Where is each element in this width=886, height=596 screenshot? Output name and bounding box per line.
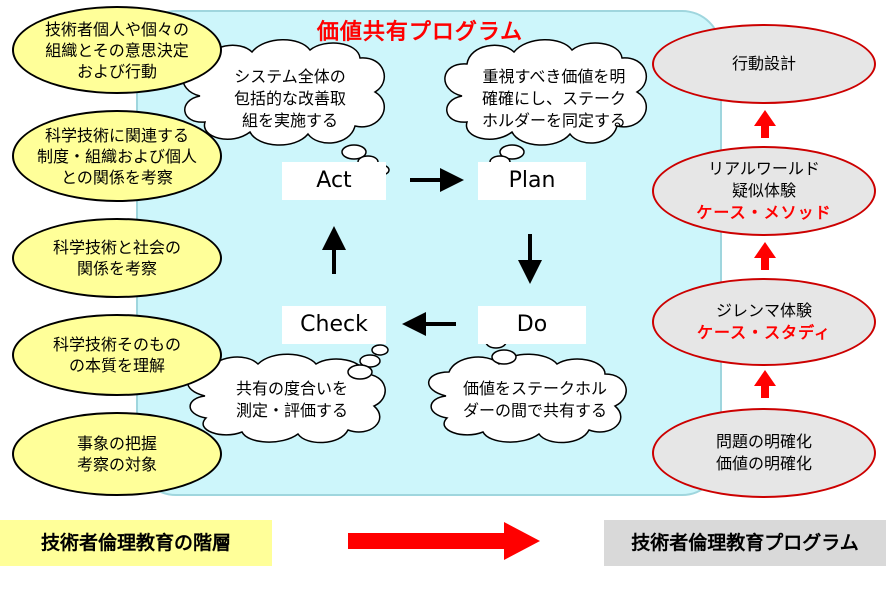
cloud-check-text: 共有の度合いを 測定・評価する [235, 379, 348, 420]
program-step-1-line1: 行動設計 [731, 54, 796, 73]
program-title: 価値共有プログラム [316, 20, 524, 45]
program-step-1: 行動設計 [652, 24, 876, 104]
cloud-do-text: 価値をステークホル ダーの間で共有する [462, 379, 607, 420]
pdca-plan: Plan [478, 162, 586, 200]
cloud-check-shape [186, 344, 389, 444]
program-step-2-highlight: ケース・メソッド [696, 203, 832, 222]
program-step-4-line2: 価値の明確化 [715, 454, 812, 473]
program-step-2-line1: リアルワールド [708, 159, 820, 178]
hierarchy-item-1: 技術者個人や個々の 組織とその意思決定 および行動 [12, 6, 222, 94]
cloud-act-text: システム全体の 包括的な改善取 組を実施する [233, 67, 346, 130]
hierarchy-item-5: 事象の把握 考察の対象 [12, 412, 222, 496]
program-step-3: ジレンマ体験 ケース・スタディ [652, 278, 876, 366]
pdca-check: Check [282, 306, 386, 344]
hierarchy-item-4: 科学技術そのもの の本質を理解 [12, 314, 222, 396]
red-up-arrow-2 [754, 242, 776, 270]
pdca-act: Act [282, 162, 386, 200]
pdca-do: Do [478, 306, 586, 344]
red-up-arrow-3 [754, 370, 776, 398]
footer-hierarchy-label: 技術者倫理教育の階層 [0, 520, 272, 566]
hierarchy-item-3: 科学技術と社会の 関係を考察 [12, 218, 222, 298]
cloud-act-shape [182, 39, 390, 176]
program-step-2: リアルワールド 疑似体験 ケース・メソッド [652, 146, 876, 236]
big-red-arrow [348, 522, 540, 560]
program-step-4: 問題の明確化 価値の明確化 [652, 408, 876, 498]
hierarchy-item-2: 科学技術に関連する 制度・組織および個人 との関係を考察 [12, 110, 222, 202]
program-step-2-line2: 疑似体験 [731, 181, 796, 200]
cloud-plan-text: 重視すべき価値を明 確確にし、ステーク ホルダーを同定する [481, 67, 626, 130]
footer-program-label: 技術者倫理教育プログラム [604, 520, 886, 566]
program-step-3-highlight: ケース・スタディ [696, 323, 832, 342]
program-step-4-line1: 問題の明確化 [715, 432, 812, 451]
program-step-3-line1: ジレンマ体験 [715, 301, 812, 320]
red-up-arrow-1 [754, 110, 776, 138]
